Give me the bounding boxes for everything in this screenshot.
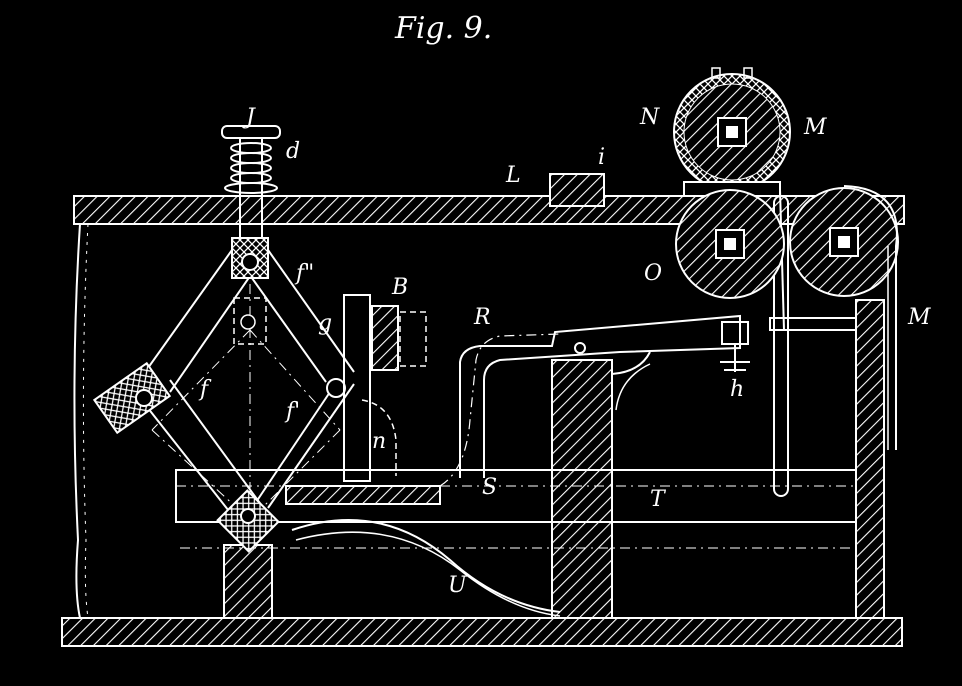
label-g: g: [318, 311, 332, 336]
lever-r: [459, 314, 741, 478]
label-m-top: M: [803, 115, 827, 140]
label-j: J: [242, 105, 256, 130]
left-wall: [73, 223, 81, 619]
label-l: L: [505, 163, 521, 188]
figure-title: Fig. 9.: [394, 11, 492, 46]
toggle-linkage: [137, 249, 355, 521]
block-l: [549, 173, 605, 207]
label-n: N: [639, 105, 660, 130]
label-i: i: [598, 145, 605, 170]
slide-s: [285, 485, 441, 505]
label-f: f: [198, 377, 212, 402]
label-m-right: M: [907, 305, 931, 330]
table-t: [175, 469, 857, 523]
roller-n-m: [673, 67, 791, 191]
label-h: h: [730, 377, 744, 402]
label-n-small: n: [372, 429, 386, 454]
belt-m: [843, 185, 898, 450]
roller-o: [675, 189, 785, 299]
block-g: [343, 294, 371, 482]
right-pillar: [855, 299, 885, 619]
label-b: B: [391, 275, 408, 300]
label-u: U: [448, 573, 468, 598]
left-pedestal: [223, 544, 273, 619]
spring-d: [224, 142, 278, 194]
block-b: [371, 305, 399, 371]
label-d: d: [286, 139, 300, 164]
label-s: S: [482, 475, 497, 500]
base-plate: [61, 617, 903, 647]
center-pillar: [551, 359, 613, 619]
label-f-double: f": [294, 261, 314, 286]
screw-h: [720, 321, 750, 372]
curved-member-u: [291, 519, 561, 613]
label-f-prime: f': [284, 399, 300, 424]
label-o: O: [644, 261, 662, 286]
label-r: R: [473, 305, 491, 330]
label-t: T: [650, 487, 667, 512]
roller-m-right: [789, 187, 899, 297]
